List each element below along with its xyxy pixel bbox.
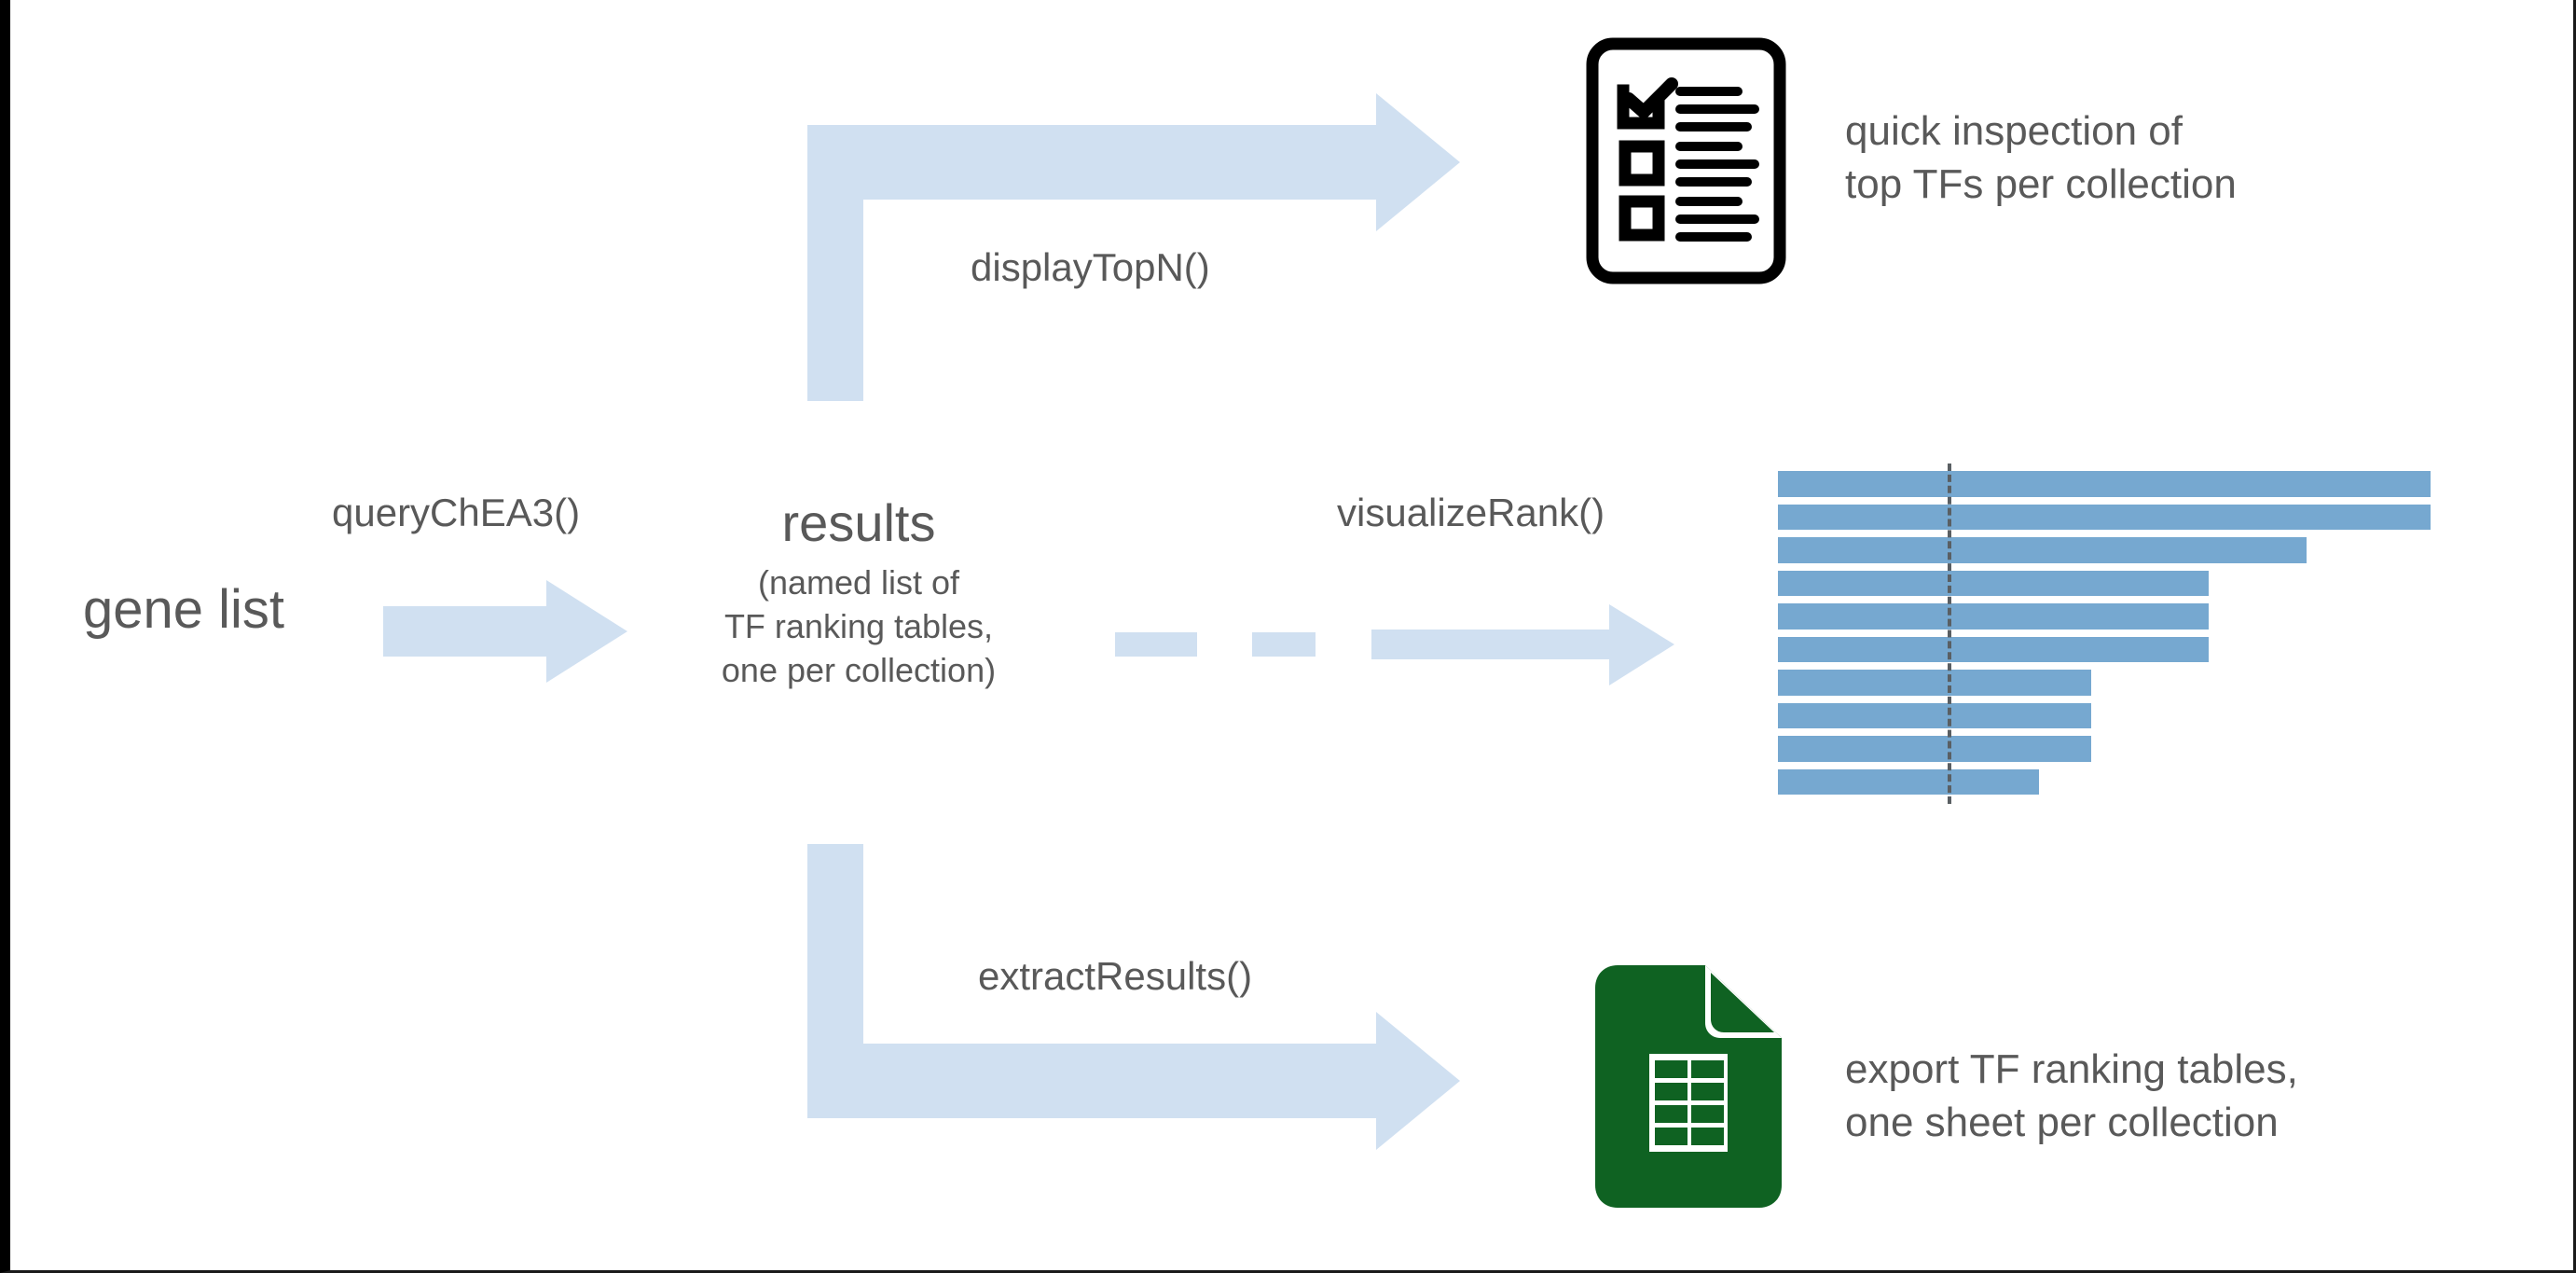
checkbox-checked	[1617, 84, 1665, 130]
bar-chart-bar	[1778, 767, 2039, 797]
check-mark	[1622, 77, 1678, 118]
checklist-line-2b	[1675, 159, 1759, 169]
bar-chart-bar	[1778, 634, 2209, 665]
dashed-arrow-head-segment	[1371, 604, 1674, 685]
query-chea3-label: queryChEA3()	[332, 491, 581, 534]
bar-chart-bar	[1778, 602, 2209, 631]
elbow-arrow-extract-results	[807, 822, 1497, 1156]
checklist-line-1b	[1675, 104, 1759, 114]
elbow-arrow-display-top-n	[807, 93, 1497, 423]
checklist-line-1a	[1675, 87, 1743, 96]
bar-chart-bar	[1778, 502, 2431, 533]
sheet-folded-corner-fill	[1711, 973, 1774, 1032]
spreadsheet-file-icon-svg	[1595, 965, 1782, 1208]
dashed-arrow-to-chart	[1115, 602, 1684, 699]
bar-chart-bar	[1778, 469, 2431, 499]
arrow-gene-list-to-results	[383, 578, 635, 690]
checklist-line-2a	[1675, 142, 1743, 151]
gene-list-label: gene list	[83, 579, 285, 640]
bar-chart-bar	[1778, 535, 2307, 565]
tf-rank-bar-chart	[1778, 464, 2431, 804]
display-top-n-label: displayTopN()	[971, 245, 1210, 289]
spreadsheet-icon	[1595, 965, 1782, 1212]
checklist-icon	[1586, 37, 1786, 289]
dash-segment-1	[1115, 632, 1197, 657]
export-caption: export TF ranking tables, one sheet per …	[1845, 1046, 2298, 1146]
checklist-document-icon-svg	[1586, 37, 1786, 284]
dash-segment-2	[1252, 632, 1316, 657]
extract-results-label: extractResults()	[978, 954, 1253, 998]
results-node-description: (named list of TF ranking tables, one pe…	[721, 563, 997, 689]
results-node-title: results	[781, 493, 936, 552]
inspection-caption: quick inspection of top TFs per collecti…	[1845, 108, 2237, 208]
bar-chart-plot-area	[1778, 464, 2431, 804]
visualize-rank-label: visualizeRank()	[1337, 491, 1605, 534]
elbow-arrow-up-svg	[807, 93, 1460, 423]
threshold-line	[1948, 464, 1951, 804]
checklist-line-3a	[1675, 197, 1743, 206]
straight-arrow-svg	[383, 580, 627, 683]
checklist-line-2c	[1675, 177, 1752, 187]
elbow-arrow-down-path	[807, 822, 1460, 1150]
checkbox-empty-3	[1619, 195, 1665, 242]
checklist-line-3b	[1675, 214, 1759, 224]
straight-arrow-path	[383, 580, 627, 683]
bar-chart-bar	[1778, 700, 2091, 731]
checklist-line-3c	[1675, 232, 1752, 242]
elbow-arrow-up-path	[807, 93, 1460, 423]
elbow-arrow-down-svg	[807, 822, 1460, 1150]
dashed-arrow-svg	[1115, 604, 1674, 685]
bar-chart-bar	[1778, 568, 2209, 599]
checklist-line-1c	[1675, 122, 1752, 131]
bar-chart-bar	[1778, 734, 2091, 764]
sheet-table-cells	[1655, 1060, 1724, 1145]
bar-chart-bar	[1778, 668, 2091, 698]
checkbox-empty-2	[1619, 140, 1665, 187]
